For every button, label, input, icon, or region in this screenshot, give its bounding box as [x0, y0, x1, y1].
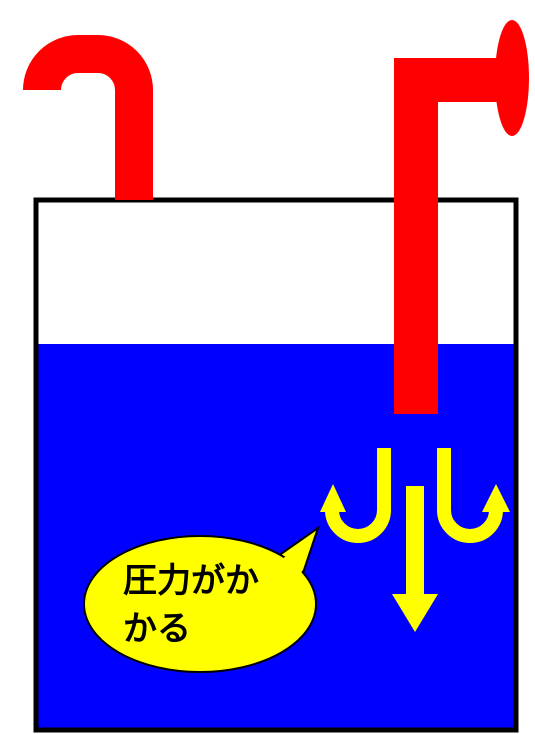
left-hook-pipe: [23, 35, 153, 200]
pressure-arrows: [320, 448, 510, 632]
water-body: [36, 344, 516, 730]
speech-bubble: 圧力がか かる: [83, 525, 320, 673]
speech-bubble-line-1: 圧力がか: [123, 561, 259, 601]
left-curved-arrow: [320, 448, 391, 543]
speech-bubble-body: [83, 535, 317, 673]
tank-outline: [33, 197, 519, 733]
tank-air-space: [36, 200, 516, 344]
right-spigot-pipe: [394, 20, 529, 414]
spigot-vertical-tube: [394, 58, 438, 414]
spigot-horizontal-arm: [394, 58, 504, 102]
down-arrow: [392, 486, 438, 632]
right-curved-arrow: [437, 448, 510, 543]
spigot-handle: [495, 20, 529, 136]
speech-bubble-line-2: かる: [123, 609, 191, 649]
